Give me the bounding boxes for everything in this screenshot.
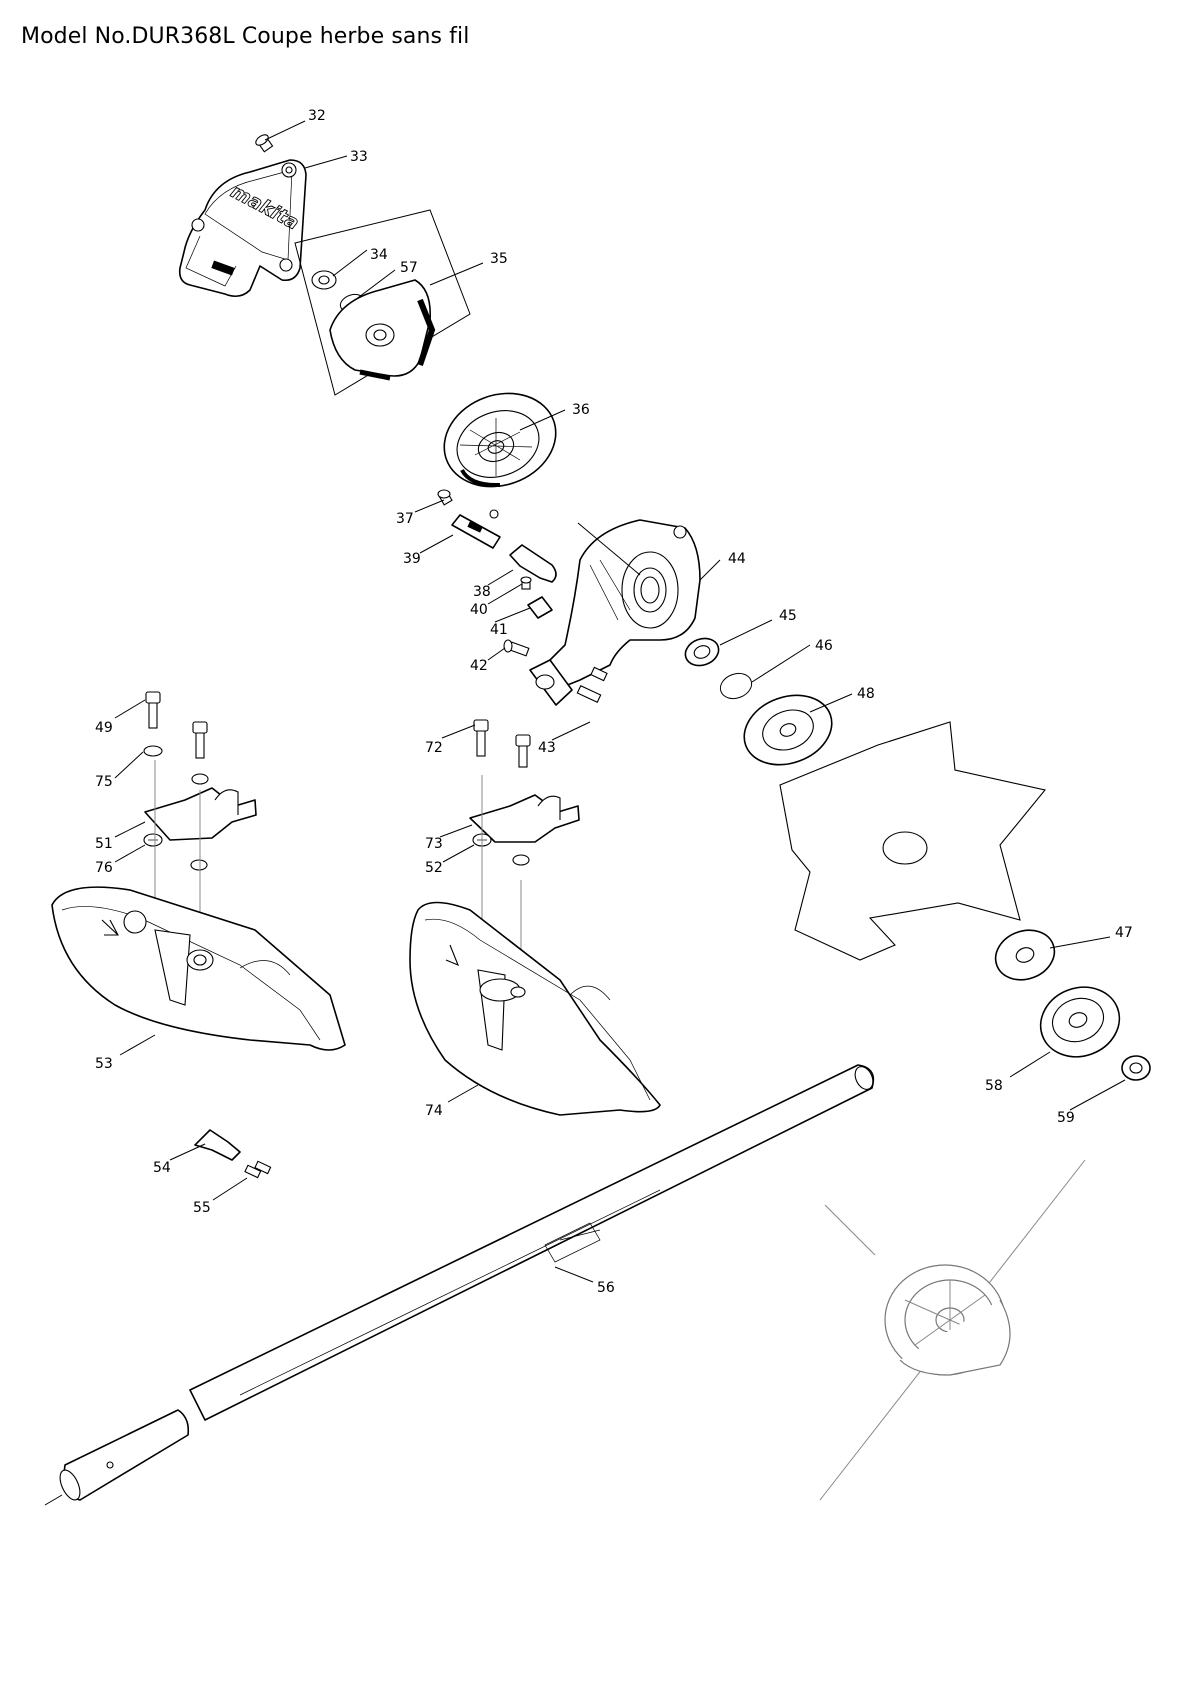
part-47-washer — [994, 929, 1056, 981]
part-35-assembly-box — [294, 209, 471, 396]
callout-44: 44 — [728, 551, 746, 567]
callout-74: 74 — [425, 1103, 443, 1119]
part-37-screw — [437, 489, 453, 506]
callout-36: 36 — [572, 402, 590, 418]
leader-lines — [114, 120, 1126, 1283]
callout-40: 40 — [470, 602, 488, 618]
callout-labels: 32 33 34 57 35 36 37 39 44 38 40 41 45 4… — [95, 108, 1133, 1296]
part-46-snap-ring — [719, 672, 753, 700]
part-74-guard — [409, 901, 661, 1116]
callout-43: 43 — [538, 740, 556, 756]
part-54-bracket — [194, 1129, 241, 1161]
callout-72: 72 — [425, 740, 443, 756]
callout-45: 45 — [779, 608, 797, 624]
part-42-screw — [503, 639, 530, 657]
callout-49: 49 — [95, 720, 113, 736]
callout-55: 55 — [193, 1200, 211, 1216]
part-32-screw — [255, 134, 274, 153]
callout-37: 37 — [396, 511, 414, 527]
callout-34: 34 — [370, 247, 388, 263]
callout-38: 38 — [473, 584, 491, 600]
right-bolt — [515, 734, 531, 768]
part-55-screws — [244, 1160, 272, 1179]
part-56-shaft — [44, 1064, 875, 1506]
part-38-bracket — [509, 544, 557, 583]
callout-76: 76 — [95, 860, 113, 876]
part-40-screw — [520, 576, 532, 590]
callout-51: 51 — [95, 836, 113, 852]
part-44-motor-housing — [529, 519, 701, 706]
callout-57: 57 — [400, 260, 418, 276]
part-39-plate — [451, 509, 501, 549]
part-43-screw — [576, 666, 608, 704]
callout-32: 32 — [308, 108, 326, 124]
part-59-nut — [1121, 1055, 1151, 1081]
part-36-fan — [443, 392, 557, 488]
callout-53: 53 — [95, 1056, 113, 1072]
callout-58: 58 — [985, 1078, 1003, 1094]
callout-73: 73 — [425, 836, 443, 852]
callout-47: 47 — [1115, 925, 1133, 941]
callout-56: 56 — [597, 1280, 615, 1296]
part-45-bearing — [684, 637, 720, 667]
callout-46: 46 — [815, 638, 833, 654]
callout-48: 48 — [857, 686, 875, 702]
callout-75: 75 — [95, 774, 113, 790]
callout-54: 54 — [153, 1160, 171, 1176]
callout-52: 52 — [425, 860, 443, 876]
page-title: Model No.DUR368L Coupe herbe sans fil — [21, 24, 470, 49]
callout-42: 42 — [470, 658, 488, 674]
part-72-bolt — [473, 719, 489, 757]
callout-41: 41 — [490, 622, 508, 638]
part-41-clip — [527, 596, 553, 619]
part-58-cup — [1039, 986, 1121, 1058]
callout-35: 35 — [490, 251, 508, 267]
part-48-washer-plate — [743, 694, 833, 766]
callout-59: 59 — [1057, 1110, 1075, 1126]
part-53-guard — [51, 886, 346, 1051]
part-33-battery-cover: makita — [178, 159, 307, 298]
left-bolt — [191, 721, 209, 785]
part-73-clamp — [469, 794, 580, 843]
part-49-bolt — [145, 691, 161, 729]
callout-39: 39 — [403, 551, 421, 567]
part-76-nut — [143, 833, 208, 871]
part-75-washer — [143, 745, 163, 757]
callout-33: 33 — [350, 149, 368, 165]
nylon-cutting-head — [819, 1159, 1086, 1501]
four-tooth-blade — [779, 721, 1046, 961]
